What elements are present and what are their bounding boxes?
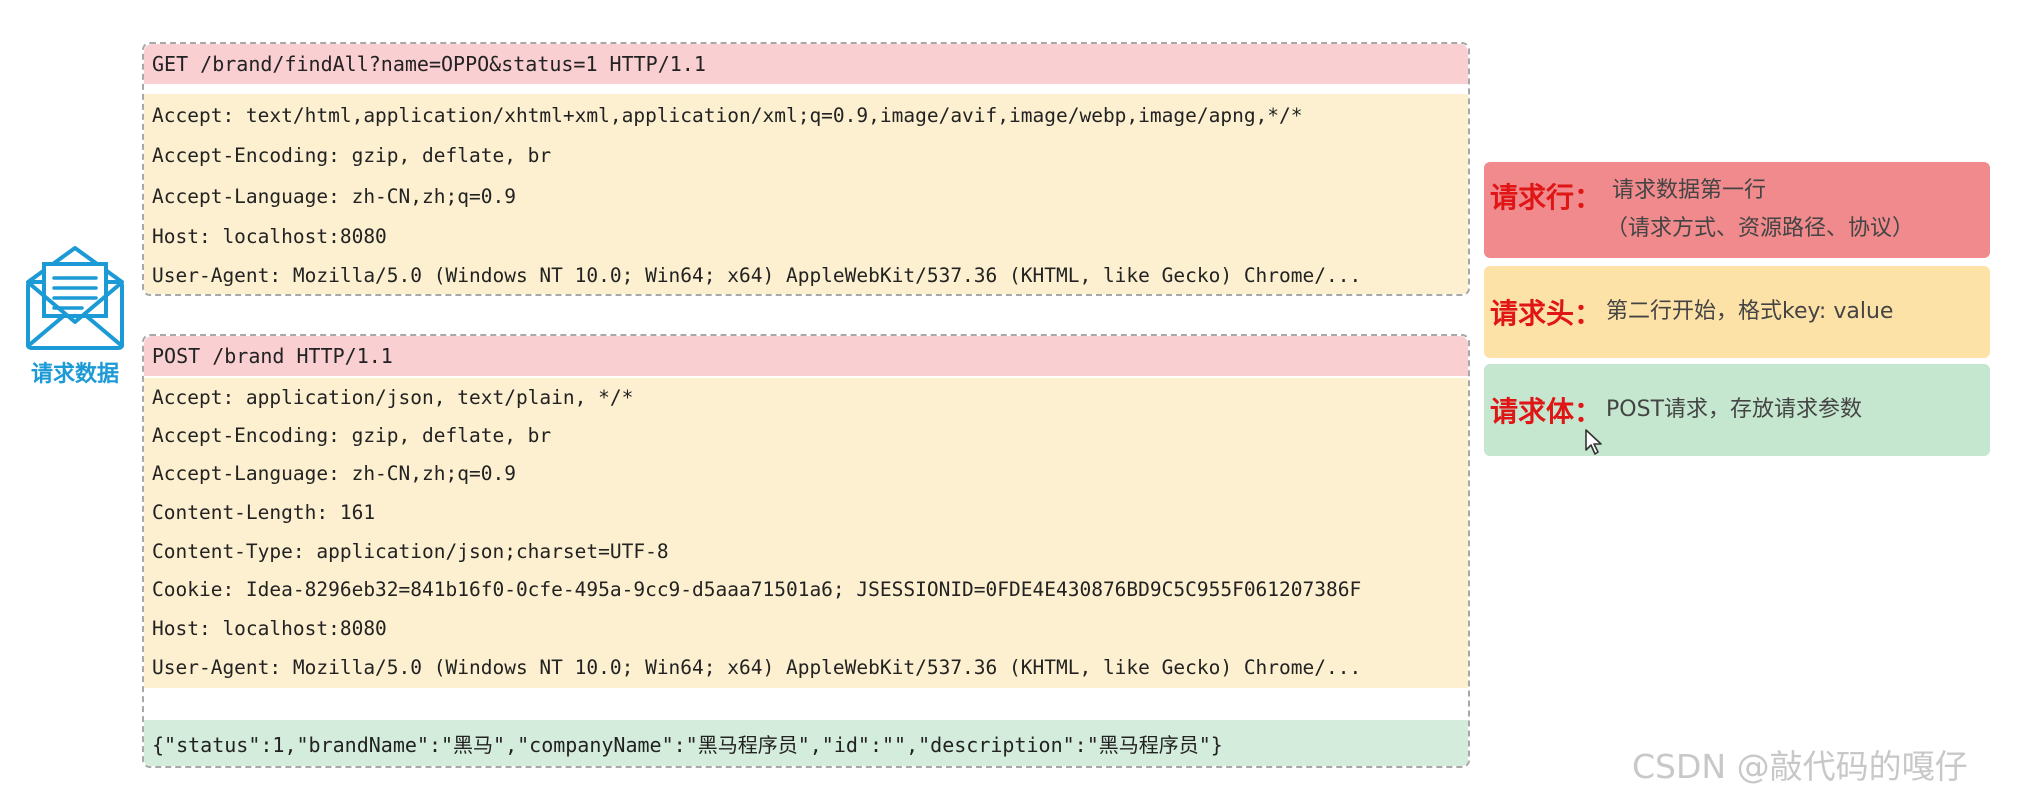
get-request-line: GET /brand/findAll?name=OPPO&status=1 HT… xyxy=(144,44,1468,84)
get-header-row: Accept-Language: zh-CN,zh;q=0.9 xyxy=(152,184,516,208)
post-request-block: POST /brand HTTP/1.1 Accept: application… xyxy=(142,334,1470,768)
get-header-row: Accept-Encoding: gzip, deflate, br xyxy=(152,143,552,167)
get-headers-area: Accept: text/html,application/xhtml+xml,… xyxy=(144,94,1468,294)
post-header-row: Cookie: Idea-8296eb32=841b16f0-0cfe-495a… xyxy=(152,577,1362,601)
legend-request-body-title: 请求体： xyxy=(1490,395,1603,428)
post-header-row: Accept-Encoding: gzip, deflate, br xyxy=(152,423,552,447)
watermark: CSDN @敲代码的嘎仔 xyxy=(1632,747,1968,786)
get-header-row: Host: localhost:8080 xyxy=(152,224,387,248)
post-request-line: POST /brand HTTP/1.1 xyxy=(144,336,1468,376)
post-header-row: User-Agent: Mozilla/5.0 (Windows NT 10.0… xyxy=(152,655,1362,679)
legend-request-header-desc: 第二行开始，格式key: value xyxy=(1606,299,1894,324)
legend-request-line: 请求行： 请求数据第一行 （请求方式、资源路径、协议） xyxy=(1484,162,1990,258)
get-header-row: User-Agent: Mozilla/5.0 (Windows NT 10.0… xyxy=(152,263,1362,287)
legend-request-line-desc: 请求数据第一行 （请求方式、资源路径、协议） xyxy=(1606,172,1914,248)
request-data-label: 请求数据 xyxy=(30,362,119,387)
request-data-group: 请求数据 xyxy=(22,242,128,387)
post-header-row: Host: localhost:8080 xyxy=(152,616,387,640)
legend-request-header-title: 请求头： xyxy=(1490,297,1603,330)
get-request-block: GET /brand/findAll?name=OPPO&status=1 HT… xyxy=(142,42,1470,296)
legend-request-line-title: 请求行： xyxy=(1490,181,1603,214)
post-request-body: {"status":1,"brandName":"黑马","companyNam… xyxy=(144,720,1468,766)
legend-request-line-desc-line1: 请求数据第一行 xyxy=(1612,178,1767,203)
legend-request-header: 请求头： 第二行开始，格式key: value xyxy=(1484,266,1990,358)
mail-envelope-icon xyxy=(26,246,124,350)
post-header-row: Accept-Language: zh-CN,zh;q=0.9 xyxy=(152,461,516,485)
legend-request-body-desc: POST请求，存放请求参数 xyxy=(1606,397,1863,422)
post-header-row: Content-Length: 161 xyxy=(152,500,376,524)
post-header-row: Accept: application/json, text/plain, */… xyxy=(152,385,634,409)
legend-request-body: 请求体： POST请求，存放请求参数 xyxy=(1484,364,1990,456)
legend-request-line-desc-line2: （请求方式、资源路径、协议） xyxy=(1606,216,1915,241)
post-headers-area: Accept: application/json, text/plain, */… xyxy=(144,378,1468,688)
get-header-row: Accept: text/html,application/xhtml+xml,… xyxy=(152,103,1303,127)
post-header-row: Content-Type: application/json;charset=U… xyxy=(152,539,669,563)
mouse-cursor-icon xyxy=(1585,429,1602,455)
